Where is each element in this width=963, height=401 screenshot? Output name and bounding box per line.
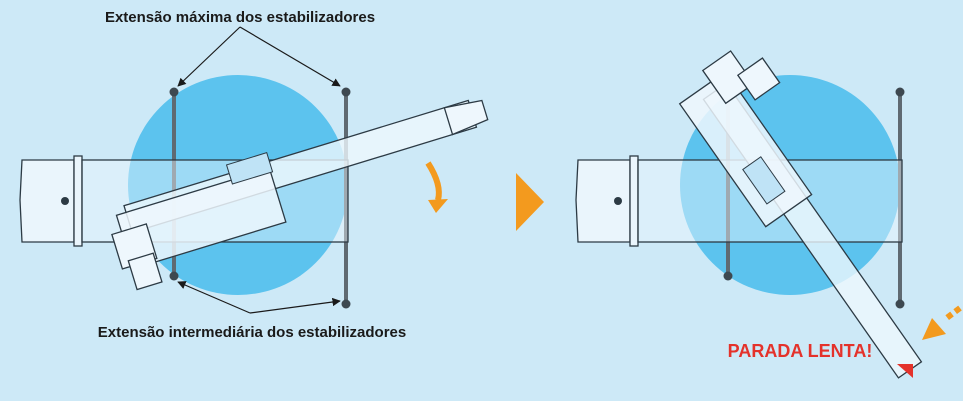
right-stabilizer-inner-bottom-knob (723, 271, 733, 281)
left-swing-tab (268, 245, 325, 280)
right-stabilizer-outer-bottom-knob (895, 299, 905, 309)
callout-max-right (239, 26, 341, 87)
callout-max-left (177, 26, 241, 87)
left-stabilizer-outer-top-knob (341, 87, 351, 97)
intermediate-extension-label: Extensão intermediária dos estabilizador… (98, 324, 406, 341)
callout-intermediate-right (249, 297, 341, 314)
right-stabilizer-outer-top-knob (895, 87, 905, 97)
left-crane-boom (111, 99, 489, 291)
slow-stop-arrow-dash (942, 305, 962, 323)
warning-pointer (897, 364, 913, 378)
callout-intermediate-left (177, 281, 251, 314)
left-stabilizer-outer-bottom-knob (341, 299, 351, 309)
left-scene: Extensão máxima dos estabilizadores Exte… (19, 9, 489, 341)
right-scene: PARADA LENTA! (575, 50, 962, 379)
left-stabilizer-inner-bottom-knob (169, 271, 179, 281)
transition-arrow (516, 173, 544, 231)
slow-stop-arrow-shaft (926, 323, 940, 337)
max-extension-label: Extensão máxima dos estabilizadores (105, 9, 375, 26)
left-pivot-dot (61, 197, 69, 205)
right-pivot-dot (614, 197, 622, 205)
slow-stop-label: PARADA LENTA! (728, 341, 873, 361)
left-rotation-arrow (425, 161, 442, 201)
left-stabilizer-inner-top-knob (169, 87, 179, 97)
left-rotation-arrowhead (428, 199, 448, 213)
